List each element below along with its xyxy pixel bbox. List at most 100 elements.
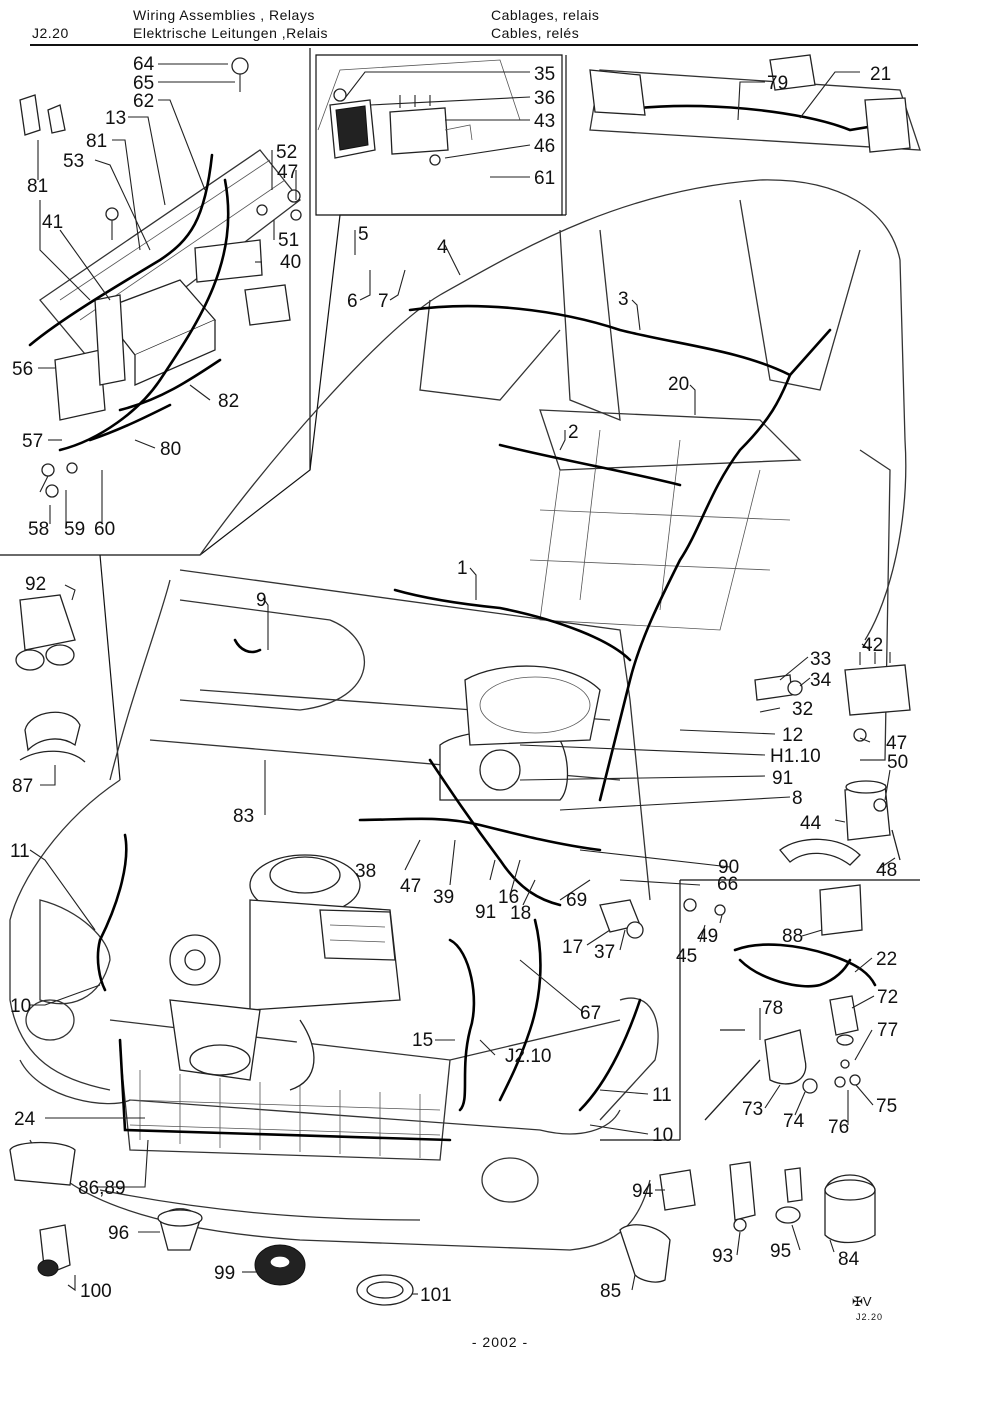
engine [169,854,401,1091]
header-rule [30,44,918,46]
callout-91-a: 91 [475,902,496,923]
title-german: Elektrische Leitungen ,Relais [133,25,329,41]
callout-35: 35 [534,64,555,85]
callout-100: 100 [80,1281,112,1302]
callout-65: 65 [133,73,154,94]
callout-82: 82 [218,391,239,412]
callout-15: 15 [412,1030,433,1051]
callout-73: 73 [742,1099,763,1120]
callout-17: 17 [562,937,583,958]
callout-10-a: 10 [10,996,31,1017]
callout-61: 61 [534,168,555,189]
callout-48: 48 [876,860,897,881]
callout-57: 57 [22,431,43,452]
callout-24: 24 [14,1109,36,1130]
callout-51: 51 [278,230,299,251]
callout-79: 79 [767,73,788,94]
callout-40: 40 [280,252,301,273]
callout-101: 101 [420,1285,452,1306]
callout-j2-10: J2.10 [505,1046,551,1067]
publisher-logo: ✠V [852,1294,872,1309]
callout-20: 20 [668,374,689,395]
callout-33: 33 [810,649,831,670]
callout-12: 12 [782,725,803,746]
callout-9: 9 [256,590,267,611]
callout-75: 75 [876,1096,897,1117]
car-body [9,179,907,1251]
callout-67: 67 [580,1003,601,1024]
callout-86-89: 86,89 [78,1178,126,1199]
inset-frames [0,48,920,1141]
callout-69: 69 [566,890,587,911]
callout-60: 60 [94,519,115,540]
connector-parts [619,1161,876,1283]
callout-81-a: 81 [86,131,107,152]
callout-4: 4 [437,237,448,258]
callout-16: 16 [498,887,519,908]
left-column-parts [9,594,414,1306]
callout-59: 59 [64,519,85,540]
callout-13: 13 [105,108,126,129]
callout-92: 92 [25,574,46,595]
callout-94: 94 [632,1181,654,1202]
page-number: - 2002 - [471,1334,529,1350]
callout-18: 18 [510,903,531,924]
section-code: J2.20 [32,25,69,41]
callout-99: 99 [214,1263,235,1284]
callout-34: 34 [810,670,832,691]
callout-5: 5 [358,224,369,245]
callout-93: 93 [712,1246,733,1267]
callout-80: 80 [160,439,181,460]
callout-77: 77 [877,1020,898,1041]
callout-6: 6 [347,291,358,312]
title-english: Wiring Assemblies , Relays [133,7,315,23]
loose-parts [599,652,911,1121]
callout-1: 1 [457,558,468,579]
callout-47-b: 47 [400,876,421,897]
callout-h1-10: H1.10 [770,746,821,767]
callout-96: 96 [108,1223,129,1244]
callout-2: 2 [568,422,579,443]
callout-81-b: 81 [27,176,48,197]
callout-85: 85 [600,1281,621,1302]
callout-95: 95 [770,1241,791,1262]
callout-11-a: 11 [10,841,30,862]
callout-87: 87 [12,776,33,797]
callout-49: 49 [697,926,718,947]
callout-10-b: 10 [652,1125,673,1146]
callout-39: 39 [433,887,454,908]
roof-harness-inset [589,54,921,153]
callout-91-b: 91 [772,768,793,789]
callout-84: 84 [838,1249,860,1270]
callout-32: 32 [792,699,813,720]
callout-22: 22 [876,949,897,970]
dashboard [439,665,601,801]
callout-38: 38 [355,861,376,882]
callout-66: 66 [717,874,738,895]
leader-lines [29,63,896,1295]
callout-37: 37 [594,942,615,963]
relay-bracket-inset [19,57,302,498]
callout-46: 46 [534,136,555,157]
callout-64: 64 [133,54,155,75]
callout-78: 78 [762,998,783,1019]
callout-42: 42 [862,635,883,656]
callout-88: 88 [782,926,803,947]
callout-53: 53 [63,151,84,172]
callout-3: 3 [618,289,629,310]
title-french-2: Cables, relés [491,25,580,41]
callout-44: 44 [800,813,822,834]
callout-8: 8 [792,788,803,809]
callout-7: 7 [378,291,389,312]
callout-74: 74 [783,1111,805,1132]
callout-43: 43 [534,111,555,132]
callout-56: 56 [12,359,33,380]
callout-90: 90 [718,857,739,878]
callout-62: 62 [133,91,154,112]
callout-58: 58 [28,519,49,540]
callout-72: 72 [877,987,898,1008]
callout-83: 83 [233,806,254,827]
callout-50: 50 [887,752,908,773]
callout-52: 52 [276,142,297,163]
callout-45: 45 [676,946,697,967]
